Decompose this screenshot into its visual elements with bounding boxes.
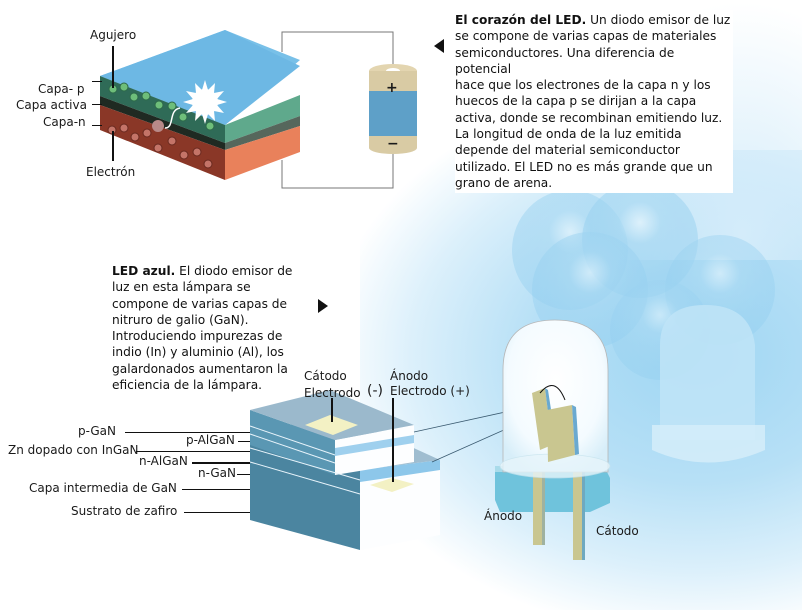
cathode-name-label: Cátodo xyxy=(304,369,347,383)
lamp-cathode-label: Cátodo xyxy=(596,524,639,538)
layer-leader xyxy=(237,474,250,475)
electron-label: Electrón xyxy=(86,165,136,179)
blue-led-title: LED azul. xyxy=(112,264,176,278)
anode-name-label: Ánodo xyxy=(390,369,429,383)
battery-plus-icon: + xyxy=(386,80,398,96)
electron-leader xyxy=(112,131,114,161)
active-layer-label: Capa activa xyxy=(16,98,87,112)
cathode-sign-label: (-) xyxy=(367,383,383,399)
circuit-wire xyxy=(281,31,417,189)
n-layer-leader xyxy=(92,125,102,126)
hole-leader xyxy=(112,46,114,88)
layer-leader xyxy=(125,432,250,433)
hole-label: Agujero xyxy=(90,28,137,42)
anode-electrode-label: Electrodo (+) xyxy=(390,384,470,398)
layer-label-p-algan: p-AlGaN xyxy=(186,433,235,447)
active-layer-leader xyxy=(92,104,102,105)
layer-leader xyxy=(192,462,250,464)
battery-minus-icon: − xyxy=(387,136,399,152)
layer-label-sapphire: Sustrato de zafiro xyxy=(71,504,178,518)
layer-label-buffer-gan: Capa intermedia de GaN xyxy=(29,481,177,495)
heart-of-led-text: El corazón del LED. Un diodo emisor de l… xyxy=(455,10,733,194)
p-layer-label: Capa- p xyxy=(38,82,85,96)
n-layer-label: Capa-n xyxy=(43,115,86,129)
cathode-electrode-label: Electrodo xyxy=(304,386,361,400)
cathode-leader xyxy=(331,398,333,422)
gan-chip-illustration xyxy=(249,390,561,550)
layer-label-p-gan: p-GaN xyxy=(78,424,117,438)
layer-label-n-gan: n-GaN xyxy=(198,466,237,480)
heart-title: El corazón del LED. xyxy=(455,13,587,27)
p-layer-leader xyxy=(92,81,102,82)
layer-leader xyxy=(184,512,250,513)
led-lamp-illustration xyxy=(495,319,611,560)
layer-label-zn-ingan: Zn dopado con InGaN xyxy=(8,443,139,457)
background-led-domes xyxy=(512,182,775,463)
layer-leader xyxy=(238,441,250,442)
lamp-anode-label: Ánodo xyxy=(484,509,523,523)
blue-led-text: LED azul. El diodo emisor de luz en esta… xyxy=(110,263,306,394)
anode-leader xyxy=(392,398,394,482)
layer-leader xyxy=(136,451,250,452)
layer-label-n-algan: n-AlGaN xyxy=(139,454,188,468)
layer-leader xyxy=(182,489,250,490)
triangle-right-icon xyxy=(318,299,328,313)
semiconductor-layers-illustration xyxy=(100,30,300,180)
triangle-left-icon xyxy=(434,39,444,53)
